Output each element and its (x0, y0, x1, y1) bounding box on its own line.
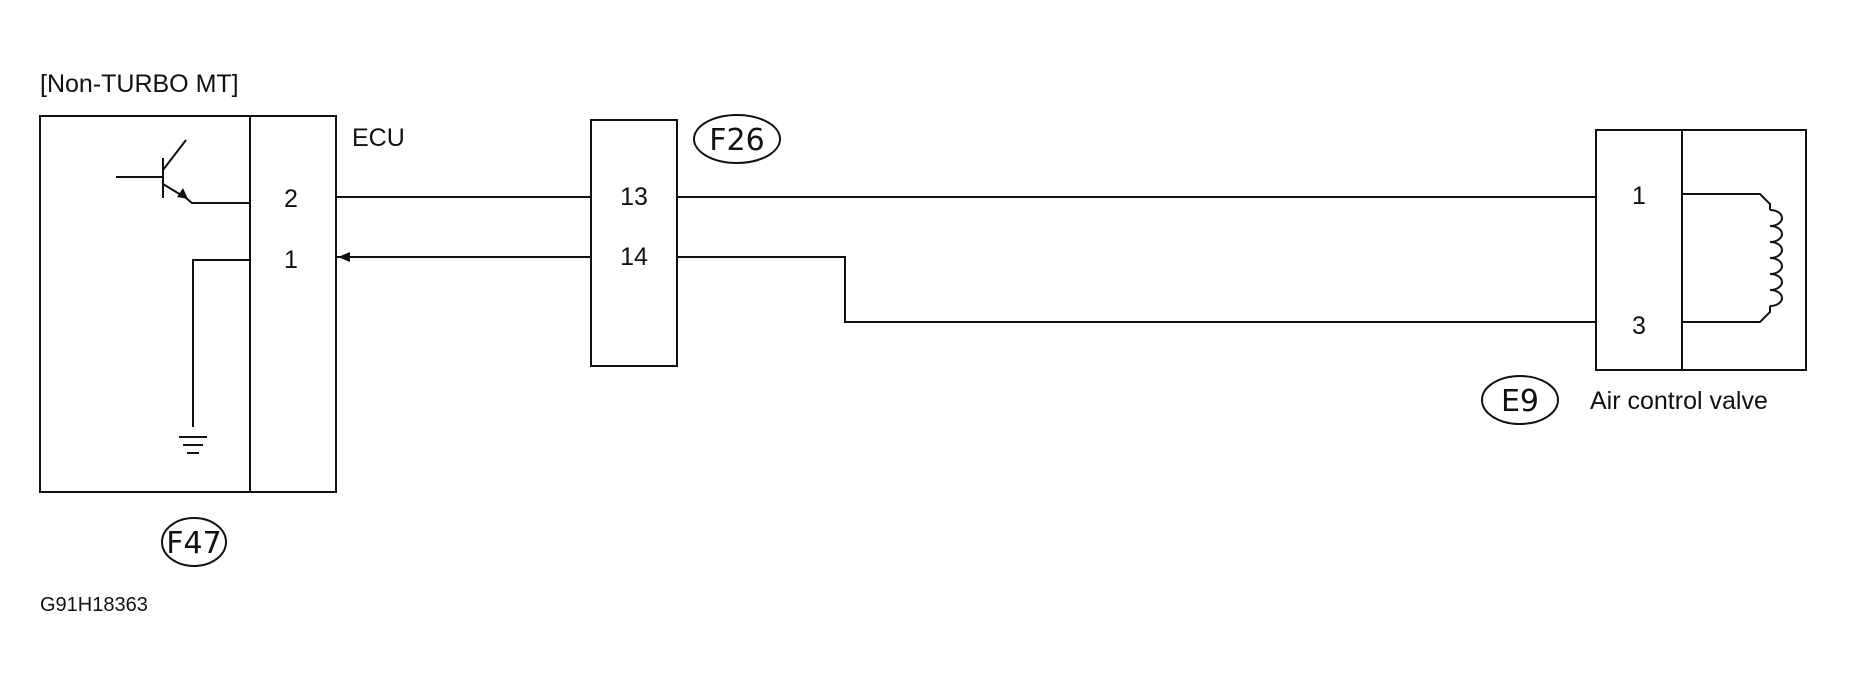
valve-pin-3: 3 (1632, 312, 1646, 340)
coil-icon (1682, 193, 1783, 323)
ecu-pin-1: 1 (284, 246, 298, 274)
valve-pin-1: 1 (1632, 182, 1646, 210)
f26-connector-block (590, 119, 678, 367)
ground-wire (192, 259, 250, 427)
intermediate-connector: 13 14 F26 (590, 114, 781, 367)
f26-pin-14: 14 (620, 243, 648, 271)
ecu-module: ECU 2 1 F47 (39, 115, 405, 567)
ecu-connector-block (249, 115, 337, 493)
ecu-outer-box (39, 115, 251, 493)
ecu-connector-id: F47 (166, 526, 221, 561)
signal-arrow-icon (338, 252, 350, 262)
ecu-label: ECU (352, 124, 405, 152)
connector-badge-f26: F26 (693, 114, 781, 164)
ground-icon (179, 436, 207, 454)
valve-body-box (1681, 129, 1807, 371)
f26-pin-13: 13 (620, 183, 648, 211)
valve-connector-id: E9 (1501, 384, 1539, 419)
ecu-pin-2: 2 (284, 185, 298, 213)
connector-badge-f47: F47 (161, 517, 227, 567)
air-control-valve: 1 3 E9 Air control valve (1481, 129, 1807, 425)
f26-connector-id: F26 (709, 123, 764, 158)
wire-f26-14-to-valve-3 (677, 256, 1596, 323)
transistor-icon (116, 139, 250, 204)
figure-code: G91H18363 (40, 594, 148, 616)
valve-label: Air control valve (1590, 387, 1768, 415)
variant-label: [Non-TURBO MT] (40, 70, 239, 98)
connector-badge-e9: E9 (1481, 375, 1559, 425)
